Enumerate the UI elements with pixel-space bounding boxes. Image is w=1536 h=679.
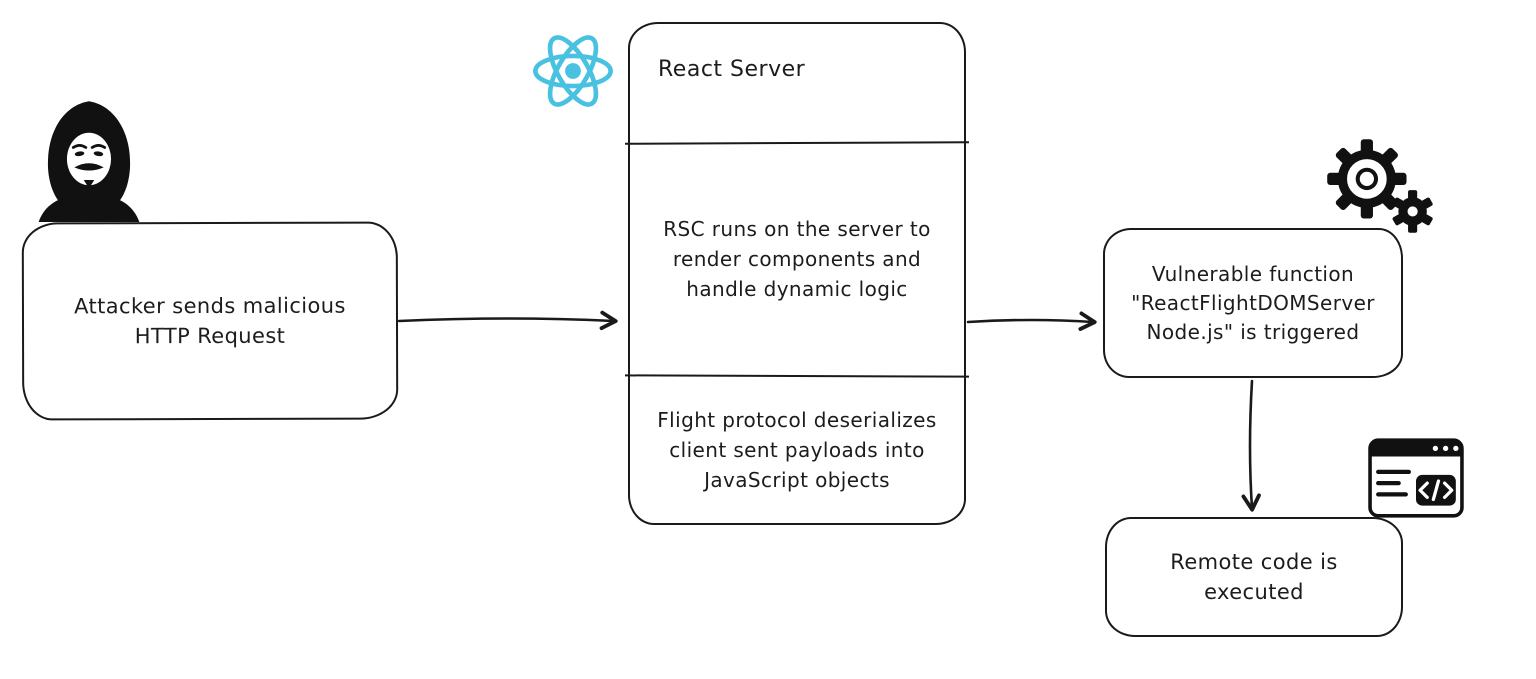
react-server-title: React Server (658, 57, 806, 82)
react-logo-icon (533, 35, 613, 107)
hacker-icon (38, 101, 140, 222)
rsc-section-label: RSC runs on the server to render compone… (663, 216, 931, 301)
arrow-react-server-to-vulnerable (966, 311, 1097, 331)
arrow-vulnerable-to-remote-code (1241, 379, 1261, 512)
gears-icon (1327, 139, 1433, 233)
code-window-icon (1368, 438, 1464, 518)
arrow-attacker-to-react-server (397, 310, 618, 331)
node-vulnerable-function: Vulnerable function "ReactFlightDOMServe… (1103, 228, 1403, 378)
node-remote-code: Remote code is executed (1105, 517, 1403, 637)
react-server-header: React Server (630, 24, 964, 142)
node-remote-code-label: Remote code is executed (1170, 549, 1338, 604)
flight-section-label: Flight protocol deserializes client sent… (657, 408, 937, 492)
react-server-flight-section: Flight protocol deserializes client sent… (630, 375, 964, 525)
react-server-rsc-section: RSC runs on the server to render compone… (630, 142, 964, 375)
node-react-server: React Server RSC runs on the server to r… (624, 22, 970, 525)
node-attacker-label: Attacker sends malicious HTTP Request (74, 293, 346, 349)
node-vulnerable-function-label: Vulnerable function "ReactFlightDOMServe… (1131, 261, 1375, 344)
node-attacker: Attacker sends malicious HTTP Request (21, 221, 399, 421)
